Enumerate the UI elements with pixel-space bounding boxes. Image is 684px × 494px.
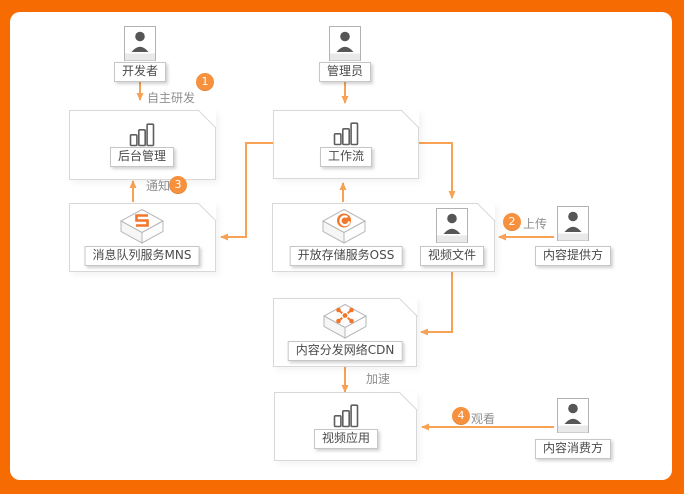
mns-cube-icon (119, 208, 165, 244)
edge-label-notify: 通知 (146, 179, 171, 193)
video-app-node: 视频应用 (274, 392, 417, 461)
mns-label: 消息队列服务MNS (84, 246, 200, 266)
person-icon (557, 206, 589, 241)
admin-label: 管理员 (318, 62, 372, 82)
bar-chart-icon (333, 122, 359, 146)
edge-label-watch: 观看 (471, 412, 496, 426)
content-consumer-actor (557, 398, 589, 437)
developer-label: 开发者 (113, 62, 167, 82)
content-provider-label: 内容提供方 (534, 246, 612, 266)
person-icon (124, 26, 156, 61)
person-icon (557, 398, 589, 433)
edge-label-develop: 自主研发 (147, 91, 196, 105)
step-badge-1: 1 (196, 73, 214, 91)
oss-cube-icon (321, 208, 367, 244)
content-consumer-label: 内容消费方 (534, 439, 612, 459)
person-icon (329, 26, 361, 61)
workflow-label: 工作流 (319, 147, 373, 167)
video-file-label: 视频文件 (419, 246, 485, 266)
video-file-group (436, 208, 468, 247)
bar-chart-icon (129, 123, 155, 147)
bar-chart-icon (333, 404, 359, 428)
mns-node: 消息队列服务MNS (69, 203, 216, 272)
backend-label: 后台管理 (109, 147, 175, 167)
step-badge-4: 4 (452, 407, 470, 425)
cdn-cube-icon (322, 303, 368, 339)
workflow-node: 工作流 (273, 110, 419, 179)
step-badge-3: 3 (169, 176, 187, 194)
step-badge-2: 2 (503, 213, 521, 231)
admin-actor (329, 26, 361, 65)
edge-label-upload: 上传 (523, 217, 548, 231)
content-provider-actor (557, 206, 589, 245)
edge-label-accelerate: 加速 (366, 372, 391, 386)
cdn-label: 内容分发网络CDN (287, 341, 403, 361)
developer-actor (124, 26, 156, 65)
video-app-label: 视频应用 (313, 429, 379, 449)
oss-label: 开放存储服务OSS (289, 246, 403, 266)
cdn-node: 内容分发网络CDN (273, 298, 417, 367)
person-icon (436, 208, 468, 243)
backend-node: 后台管理 (69, 110, 216, 180)
storage-group-node: 开放存储服务OSS 视频文件 (272, 203, 495, 272)
